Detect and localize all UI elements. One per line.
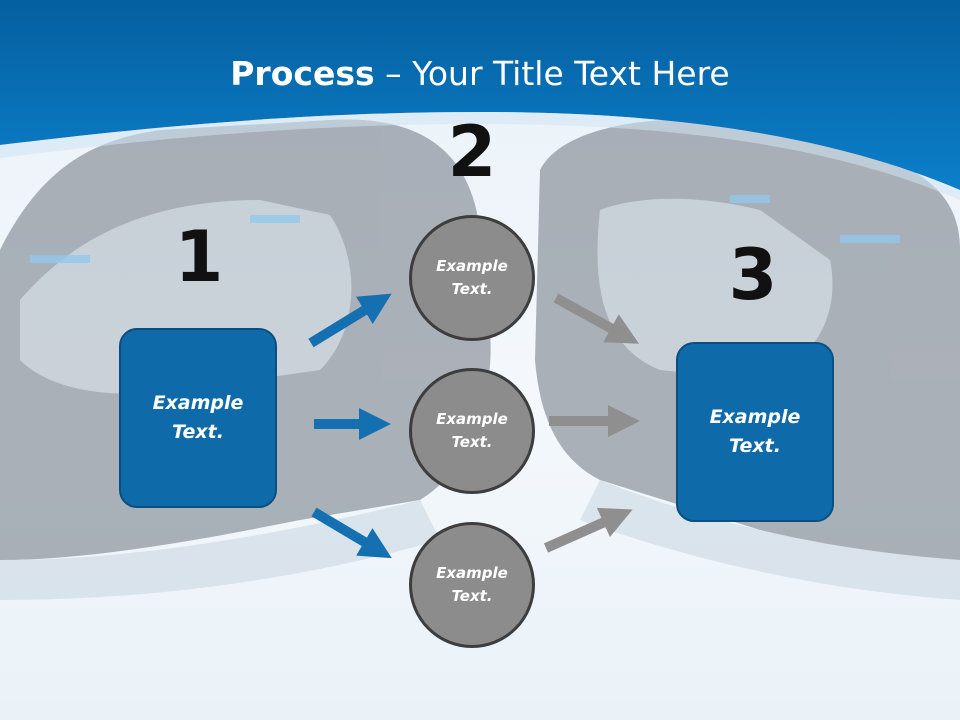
step-1-text: Example Text. — [152, 392, 244, 443]
header-band — [0, 0, 960, 190]
circle-top: Example Text. — [409, 215, 535, 341]
circle-bottom-text: Example Text. — [436, 564, 508, 605]
circle-middle-text: Example Text. — [436, 410, 508, 451]
sneaker-right-image — [535, 119, 960, 600]
step-1-box: Example Text. — [119, 328, 277, 508]
slide-title: Process – Your Title Text Here — [0, 52, 960, 96]
step-number-2: 2 — [447, 111, 497, 193]
step-3-text: Example Text. — [709, 406, 801, 457]
title-bold-text: Process — [230, 54, 375, 93]
circle-top-text: Example Text. — [436, 257, 508, 298]
circle-bottom: Example Text. — [409, 522, 535, 648]
title-rest-text: – Your Title Text Here — [374, 54, 730, 93]
step-3-box: Example Text. — [676, 342, 834, 522]
circle-middle: Example Text. — [409, 368, 535, 494]
step-number-1: 1 — [174, 216, 224, 298]
step-number-3: 3 — [728, 234, 778, 316]
